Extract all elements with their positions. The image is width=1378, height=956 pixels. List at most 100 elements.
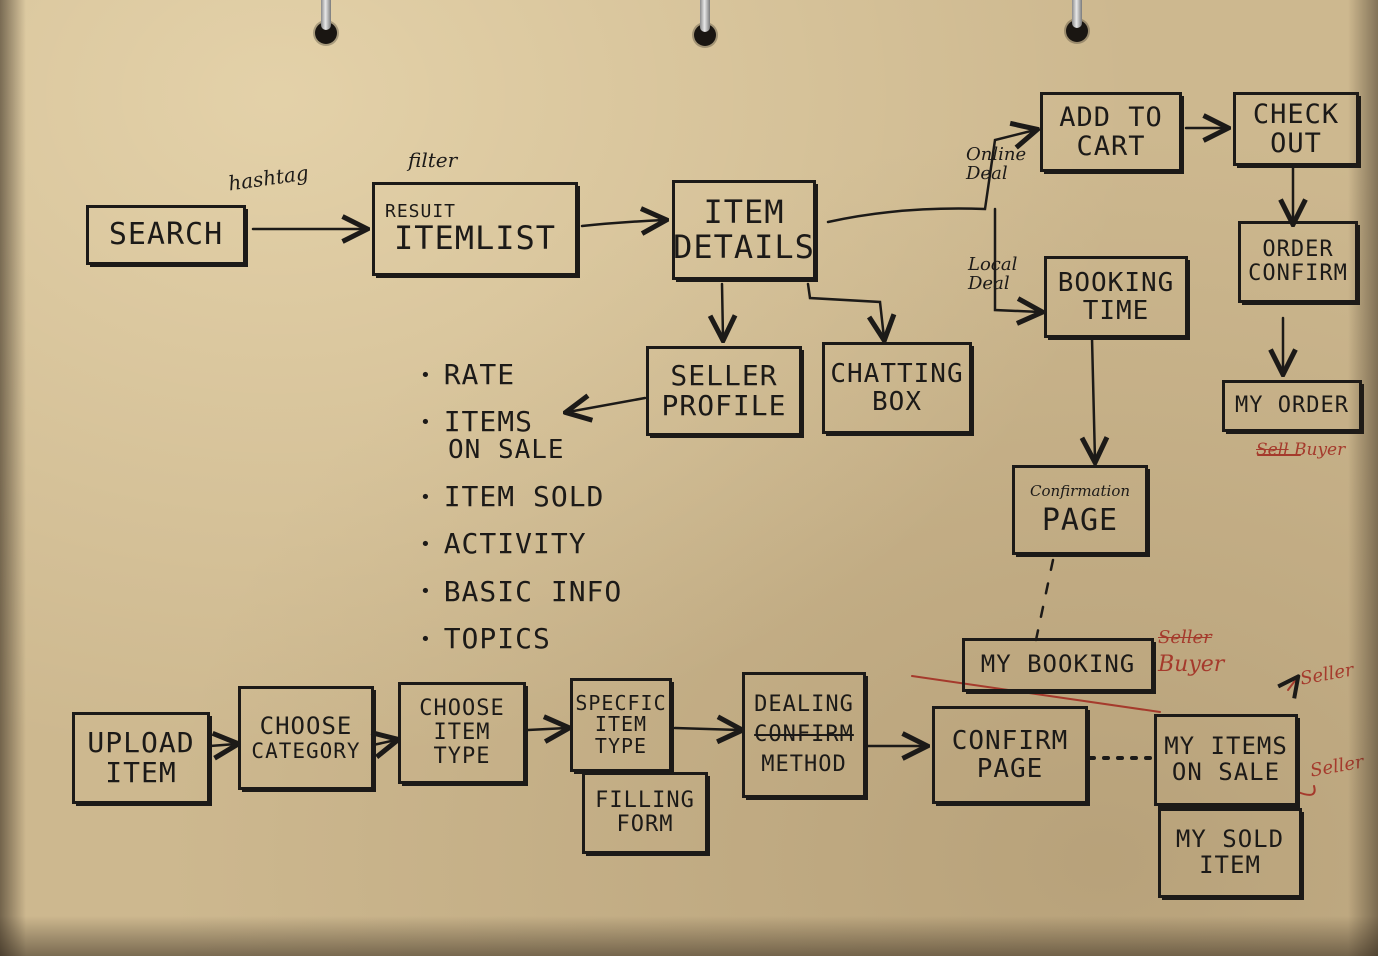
order-confirm-box: ORDER CONFIRM bbox=[1238, 221, 1358, 303]
confirmation-page-small-label: Confirmation bbox=[1029, 481, 1131, 500]
online-deal-label: Online Deal bbox=[966, 144, 1027, 184]
bullet-item-sold: ITEM SOLD bbox=[420, 482, 640, 511]
item-details-box: ITEM DETAILS bbox=[672, 180, 816, 280]
my-sold-item-line1: MY SOLD bbox=[1175, 825, 1285, 854]
my-items-on-sale-line1: MY ITEMS bbox=[1164, 732, 1288, 761]
red-arrow-to-myitems bbox=[1288, 678, 1297, 690]
seller-profile-box: SELLER PROFILE bbox=[646, 346, 802, 436]
my-booking-struck-note: Seller bbox=[1158, 627, 1212, 648]
arrow-category-to-type bbox=[373, 740, 396, 745]
check-out-line1: CHECK bbox=[1252, 98, 1340, 130]
my-order-role-note: Sell Buyer bbox=[1256, 440, 1345, 460]
arrow-type-to-specific bbox=[526, 728, 567, 730]
my-items-on-sale-line2: ON SALE bbox=[1171, 758, 1281, 786]
chatting-box-line1: CHATTING bbox=[830, 358, 964, 389]
filling-form-line2: FORM bbox=[616, 812, 674, 837]
arrow-details-to-chat bbox=[806, 282, 884, 338]
upload-item-line1: UPLOAD bbox=[87, 725, 195, 759]
red-arrow-to-mysold bbox=[1297, 785, 1316, 796]
filling-form-box: FILLING FORM bbox=[582, 772, 708, 854]
my-order-box: MY ORDER bbox=[1222, 380, 1362, 432]
arrow-booking-to-confirmation bbox=[1092, 336, 1095, 460]
bullet-items-label: ITEMS bbox=[443, 405, 533, 439]
dashed-confirmation-to-mybooking bbox=[1034, 558, 1055, 642]
upload-item-line2: ITEM bbox=[105, 756, 177, 789]
arrow-result-to-details bbox=[580, 220, 664, 226]
dealing-method-box: DEALING CONFIRM METHOD bbox=[742, 672, 866, 798]
choose-category-line2: CATEGORY bbox=[251, 738, 361, 763]
choose-category-line1: CHOOSE bbox=[259, 711, 353, 740]
arrow-details-to-seller bbox=[722, 282, 723, 338]
bullet-topics-label: TOPICS bbox=[443, 622, 551, 656]
item-details-line1: ITEM bbox=[703, 193, 785, 232]
bullet-rate-label: RATE bbox=[443, 358, 516, 391]
bullet-topics: TOPICS bbox=[420, 624, 640, 653]
confirm-page-line1: CONFIRM bbox=[951, 725, 1069, 756]
seller-profile-line2: PROFILE bbox=[661, 389, 787, 422]
specific-item-type-box: SPECFIC ITEM TYPE bbox=[570, 678, 672, 772]
bullet-basic-info: BASIC INFO bbox=[420, 577, 640, 606]
chatting-box-line2: BOX bbox=[872, 387, 922, 417]
bullet-on-sale-label: ON SALE bbox=[448, 434, 565, 465]
order-confirm-line2: CONFIRM bbox=[1248, 261, 1348, 286]
my-sold-item-box: MY SOLD ITEM bbox=[1158, 808, 1302, 898]
search-box-label: SEARCH bbox=[108, 216, 224, 252]
check-out-line2: OUT bbox=[1270, 128, 1322, 159]
seller-profile-line1: SELLER bbox=[670, 358, 778, 392]
my-order-struck-note: Sell bbox=[1256, 440, 1289, 460]
specific-item-type-line3: TYPE bbox=[594, 733, 648, 758]
choose-item-type-line2: ITEM bbox=[433, 720, 491, 746]
bullet-item-sold-label: ITEM SOLD bbox=[443, 480, 605, 514]
add-to-cart-line1: ADD TO bbox=[1059, 101, 1163, 133]
booking-time-box: BOOKING TIME bbox=[1044, 256, 1188, 338]
check-out-box: CHECK OUT bbox=[1233, 92, 1359, 166]
confirm-page-line2: PAGE bbox=[976, 754, 1044, 784]
my-order-label: MY ORDER bbox=[1235, 393, 1349, 419]
local-deal-line1: Local bbox=[968, 254, 1018, 275]
bullet-activity-label: ACTIVITY bbox=[443, 527, 587, 561]
item-details-line2: DETAILS bbox=[673, 228, 815, 266]
add-to-cart-box: ADD TO CART bbox=[1040, 92, 1182, 172]
result-itemlist-box: RESUIT ITEMLIST bbox=[372, 182, 578, 276]
arrow-upload-to-category bbox=[208, 744, 236, 746]
bullet-activity: ACTIVITY bbox=[420, 529, 640, 558]
confirmation-page-box: Confirmation PAGE bbox=[1012, 465, 1148, 555]
dealing-method-struck-word: CONFIRM bbox=[754, 722, 854, 748]
my-items-on-sale-box: MY ITEMS ON SALE bbox=[1154, 714, 1298, 806]
bullet-rate: RATE bbox=[420, 360, 640, 389]
my-booking-label: MY BOOKING bbox=[980, 650, 1136, 679]
filter-label: filter bbox=[408, 148, 458, 172]
local-deal-label: Local Deal bbox=[968, 254, 1018, 294]
choose-item-type-line1: CHOOSE bbox=[419, 696, 505, 722]
my-booking-role: Buyer bbox=[1158, 652, 1225, 678]
my-booking-role-note: Seller Buyer bbox=[1158, 626, 1224, 680]
my-sold-item-line2: ITEM bbox=[1199, 851, 1261, 879]
add-to-cart-line2: CART bbox=[1076, 131, 1146, 162]
online-deal-line1: Online bbox=[966, 144, 1027, 165]
online-deal-line2: Deal bbox=[966, 162, 1008, 184]
bullet-basic-info-label: BASIC INFO bbox=[443, 574, 623, 608]
confirmation-page-big-label: PAGE bbox=[1041, 502, 1119, 538]
my-order-role: Buyer bbox=[1294, 440, 1346, 460]
upload-item-box: UPLOAD ITEM bbox=[72, 712, 210, 804]
booking-time-line2: TIME bbox=[1082, 296, 1150, 326]
result-box-big-label: ITEMLIST bbox=[393, 219, 557, 258]
chatting-box-box: CHATTING BOX bbox=[822, 342, 972, 434]
my-booking-box: MY BOOKING bbox=[962, 638, 1154, 692]
dealing-method-line3: METHOD bbox=[761, 751, 847, 777]
confirm-page-box: CONFIRM PAGE bbox=[932, 706, 1088, 804]
choose-category-box: CHOOSE CATEGORY bbox=[238, 686, 374, 790]
search-box: SEARCH bbox=[86, 205, 246, 265]
choose-item-type-line3: TYPE bbox=[433, 743, 491, 769]
order-confirm-line1: ORDER bbox=[1262, 237, 1334, 263]
local-deal-line2: Deal bbox=[968, 272, 1010, 294]
choose-item-type-box: CHOOSE ITEM TYPE bbox=[398, 682, 526, 784]
dealing-method-line1: DEALING bbox=[754, 692, 854, 718]
arrow-specific-to-dealing bbox=[673, 728, 740, 730]
specific-item-type-line2: ITEM bbox=[594, 712, 648, 737]
specific-item-type-line1: SPECFIC bbox=[575, 690, 667, 715]
filling-form-line1: FILLING bbox=[595, 788, 695, 814]
booking-time-line1: BOOKING bbox=[1057, 267, 1175, 298]
